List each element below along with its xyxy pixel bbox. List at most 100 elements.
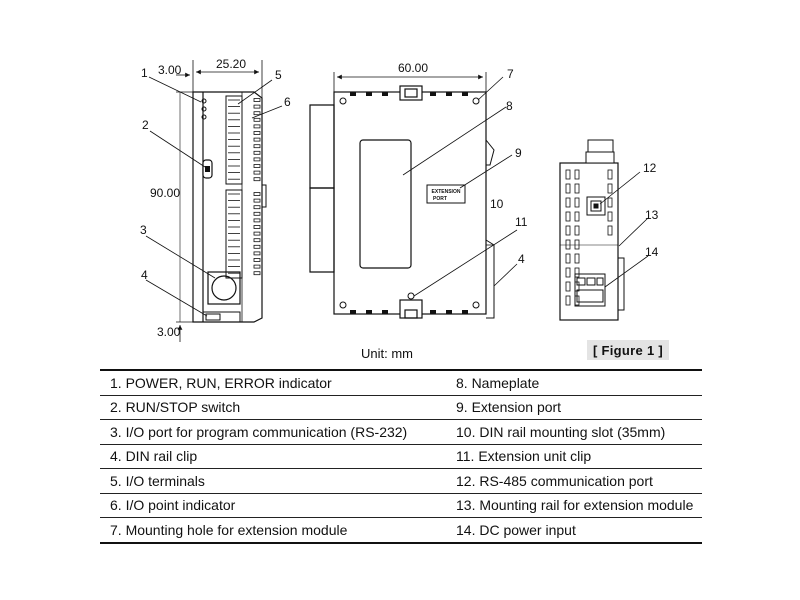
- point-indicator: [253, 258, 261, 262]
- end-view: [559, 139, 625, 321]
- callout-14: 14: [645, 245, 659, 259]
- run-stop-switch: [202, 159, 213, 179]
- vent-notch: [446, 310, 452, 314]
- end-slot: [607, 169, 613, 180]
- point-indicator: [253, 251, 261, 256]
- point-indicator: [253, 131, 261, 135]
- legend-row: 3. I/O port for program communication (R…: [100, 419, 702, 445]
- end-slot: [565, 197, 571, 208]
- legend-item: 3. I/O port for program communication (R…: [100, 419, 446, 445]
- vent-notch: [350, 310, 356, 314]
- legend-item: 7. Mounting hole for extension module: [100, 517, 446, 544]
- io-terminals: [228, 99, 240, 274]
- vent-notch: [382, 310, 388, 314]
- side-leader-lines: [145, 76, 283, 317]
- point-indicator: [253, 205, 261, 210]
- point-indicator: [253, 211, 261, 216]
- vent-notch: [350, 92, 356, 96]
- end-slot: [607, 225, 613, 236]
- callout-2: 2: [142, 118, 149, 132]
- vent-notch: [430, 310, 436, 314]
- point-indicator: [253, 98, 261, 102]
- extension-port-label-2: PORT: [433, 196, 447, 202]
- dc-power-input: [574, 273, 606, 307]
- point-indicator: [253, 137, 261, 142]
- side-dimension-lines: [176, 60, 263, 342]
- point-indicator: [253, 192, 261, 196]
- callout-3: 3: [140, 223, 147, 237]
- indicator-leds: [201, 98, 207, 120]
- end-slot: [574, 239, 580, 250]
- extension-port-label-1: EXTENSION: [432, 189, 461, 195]
- point-indicator: [253, 238, 261, 243]
- vent-notch: [366, 92, 372, 96]
- front-view: [309, 85, 495, 319]
- end-slot: [574, 183, 580, 194]
- io-point-indicators: [253, 98, 261, 276]
- end-slot: [574, 267, 580, 278]
- point-indicator: [253, 170, 261, 175]
- device-drawing: 3.00 25.20 90.00 3.00 1 2 3 4 5 6: [140, 57, 659, 361]
- point-indicator: [253, 111, 261, 116]
- end-slot: [565, 183, 571, 194]
- callout-12: 12: [643, 161, 657, 175]
- legend-item: 8. Nameplate: [446, 369, 702, 396]
- point-indicator: [253, 231, 261, 236]
- end-slot: [574, 169, 580, 180]
- end-slot: [607, 197, 613, 208]
- legend-item: 12. RS-485 communication port: [446, 468, 702, 494]
- callout-8: 8: [506, 99, 513, 113]
- callout-9: 9: [515, 146, 522, 160]
- vent-notch: [366, 310, 372, 314]
- vent-notch: [430, 92, 436, 96]
- dim-front-width: 60.00: [398, 61, 428, 75]
- callout-10: 10: [490, 197, 504, 211]
- vent-notch: [446, 92, 452, 96]
- end-slot: [574, 197, 580, 208]
- end-slot: [565, 295, 571, 306]
- end-slot: [565, 169, 571, 180]
- legend-item: 9. Extension port: [446, 395, 702, 420]
- legend-item: 4. DIN rail clip: [100, 444, 446, 469]
- end-slot: [565, 239, 571, 250]
- point-indicator: [253, 150, 261, 155]
- end-leader-lines: [599, 171, 649, 288]
- callout-11: 11: [515, 215, 528, 229]
- legend-item: 1. POWER, RUN, ERROR indicator: [100, 369, 446, 396]
- point-indicator: [253, 218, 261, 223]
- point-indicator: [253, 271, 261, 276]
- point-indicator: [253, 104, 261, 109]
- legend-item: 5. I/O terminals: [100, 468, 446, 494]
- extension-port: EXTENSION PORT: [426, 184, 466, 204]
- point-indicator: [253, 164, 261, 168]
- dim-side-width: 25.20: [216, 57, 246, 71]
- end-slot: [565, 211, 571, 222]
- end-slot: [574, 225, 580, 236]
- legend-item: 14. DC power input: [446, 517, 702, 544]
- point-indicator: [253, 144, 261, 149]
- legend-item: 6. I/O point indicator: [100, 493, 446, 518]
- callout-4: 4: [141, 268, 148, 282]
- legend-item: 13. Mounting rail for extension module: [446, 493, 702, 518]
- end-slot: [565, 281, 571, 292]
- legend-item: 2. RUN/STOP switch: [100, 395, 446, 420]
- callout-1: 1: [141, 66, 148, 80]
- legend-item: 11. Extension unit clip: [446, 444, 702, 469]
- point-indicator: [253, 157, 261, 162]
- rs485-port: [586, 196, 606, 216]
- legend-item: 10. DIN rail mounting slot (35mm): [446, 419, 702, 445]
- vent-notch: [462, 310, 468, 314]
- point-indicator: [253, 264, 261, 269]
- end-slot: [565, 267, 571, 278]
- end-slot: [574, 253, 580, 264]
- callout-7: 7: [507, 67, 514, 81]
- unit-label: Unit: mm: [361, 346, 413, 361]
- point-indicator: [253, 244, 261, 249]
- end-slot: [607, 211, 613, 222]
